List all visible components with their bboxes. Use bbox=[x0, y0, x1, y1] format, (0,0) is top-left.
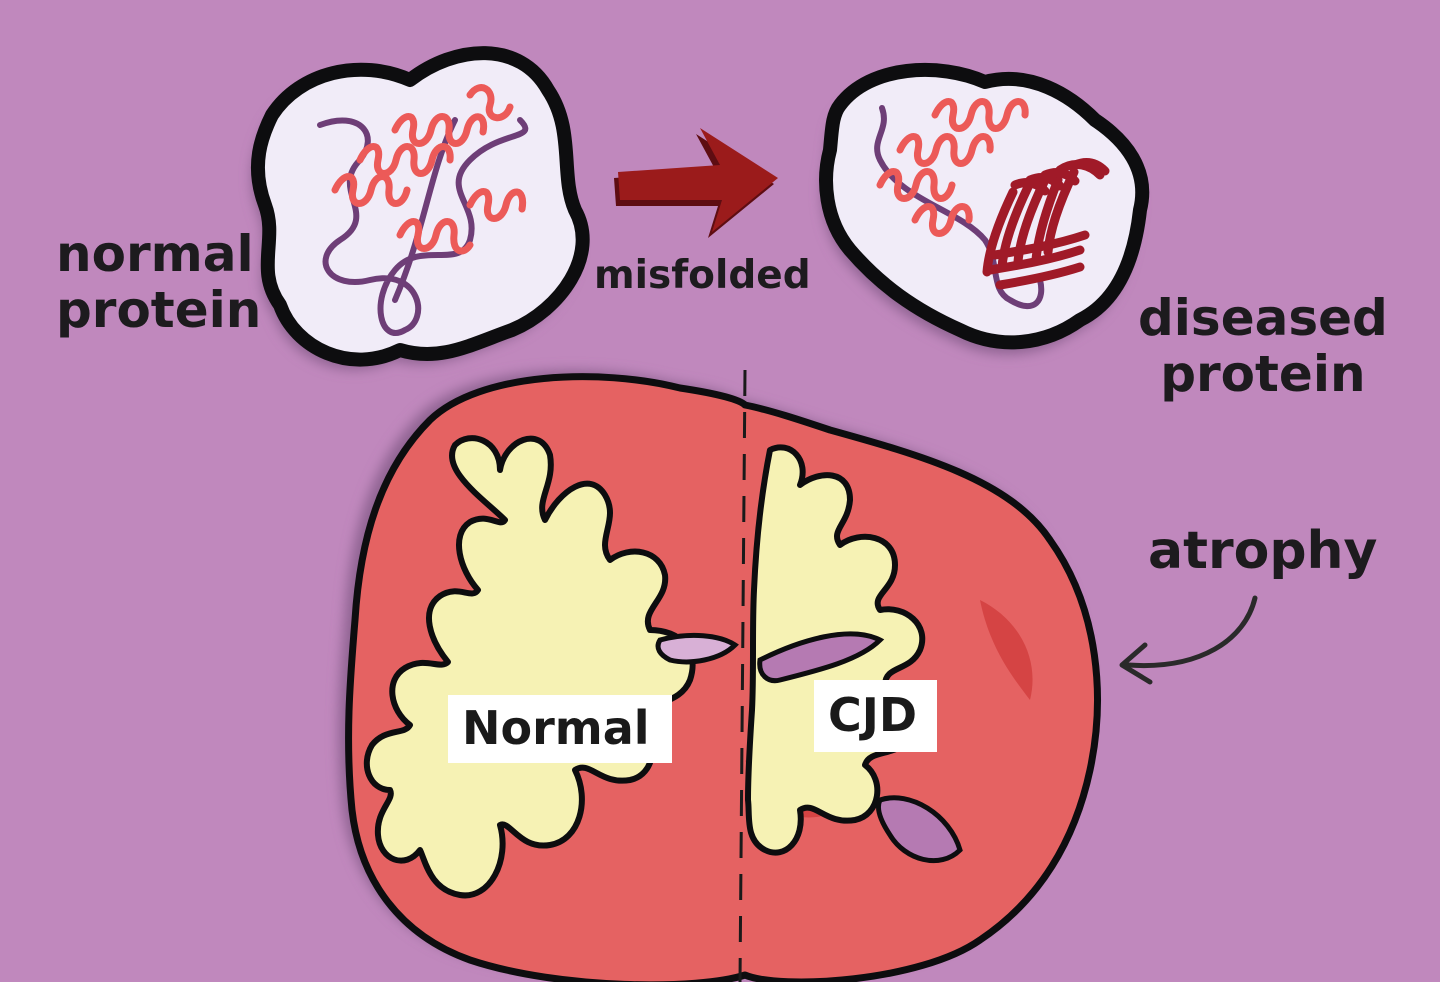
atrophy-pointer-arrow-icon bbox=[1119, 595, 1258, 685]
diseased-protein-label-line-2: protein bbox=[1160, 345, 1366, 403]
misfold-arrow-icon bbox=[614, 128, 778, 238]
normal-protein-label-line-2: protein bbox=[56, 281, 262, 339]
atrophy-label: atrophy bbox=[1148, 521, 1378, 581]
diseased-protein-illustration bbox=[819, 63, 1150, 355]
diseased-protein-label: diseased protein bbox=[1138, 290, 1388, 402]
misfolded-label: misfolded bbox=[594, 253, 811, 298]
normal-protein-illustration bbox=[251, 46, 590, 370]
normal-protein-label-line-1: normal bbox=[56, 225, 254, 283]
cjd-hemisphere-tag: CJD bbox=[814, 680, 938, 752]
brain-cross-section bbox=[338, 369, 1101, 982]
normal-hemisphere-tag: Normal bbox=[448, 695, 672, 763]
normal-protein-label: normal protein bbox=[56, 226, 261, 338]
diseased-protein-label-line-1: diseased bbox=[1138, 289, 1388, 347]
